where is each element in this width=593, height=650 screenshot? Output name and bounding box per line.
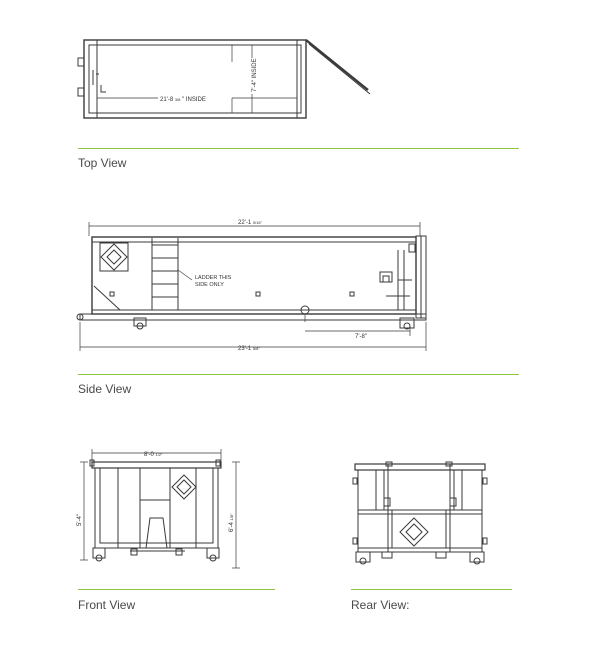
ladder-note-line2: SIDE ONLY	[195, 282, 224, 288]
front-view-rule	[78, 589, 275, 590]
top-view-rule	[78, 148, 519, 149]
front-right-height-dim: 6'-4 1/8"	[229, 513, 235, 532]
rear-view-drawing	[352, 461, 488, 565]
side-view-caption: Side View	[78, 382, 132, 396]
top-view-caption: Top View	[78, 156, 127, 170]
rear-view-rule	[351, 589, 512, 590]
side-top-dim: 22'-1 5/16"	[238, 220, 263, 226]
rear-view-caption: Rear View:	[351, 598, 410, 612]
side-rail-dim: 7'-8"	[355, 334, 367, 340]
top-width-dim: 7'-4" INSIDE	[252, 58, 258, 92]
front-view-drawing	[80, 449, 240, 569]
top-view-drawing	[77, 39, 371, 119]
front-view-caption: Front View	[78, 598, 136, 612]
front-left-height-dim: 5'-4"	[77, 514, 83, 526]
side-bottom-dim: 23'-1 5/8"	[238, 346, 260, 352]
front-width-dim: 8'-0 1/2"	[144, 452, 163, 458]
top-length-dim: 21'-8 3/8 " INSIDE	[160, 97, 206, 103]
side-view-drawing	[76, 222, 427, 351]
side-view-rule	[78, 374, 519, 375]
ladder-note-line1: LADDER THIS	[195, 275, 232, 281]
